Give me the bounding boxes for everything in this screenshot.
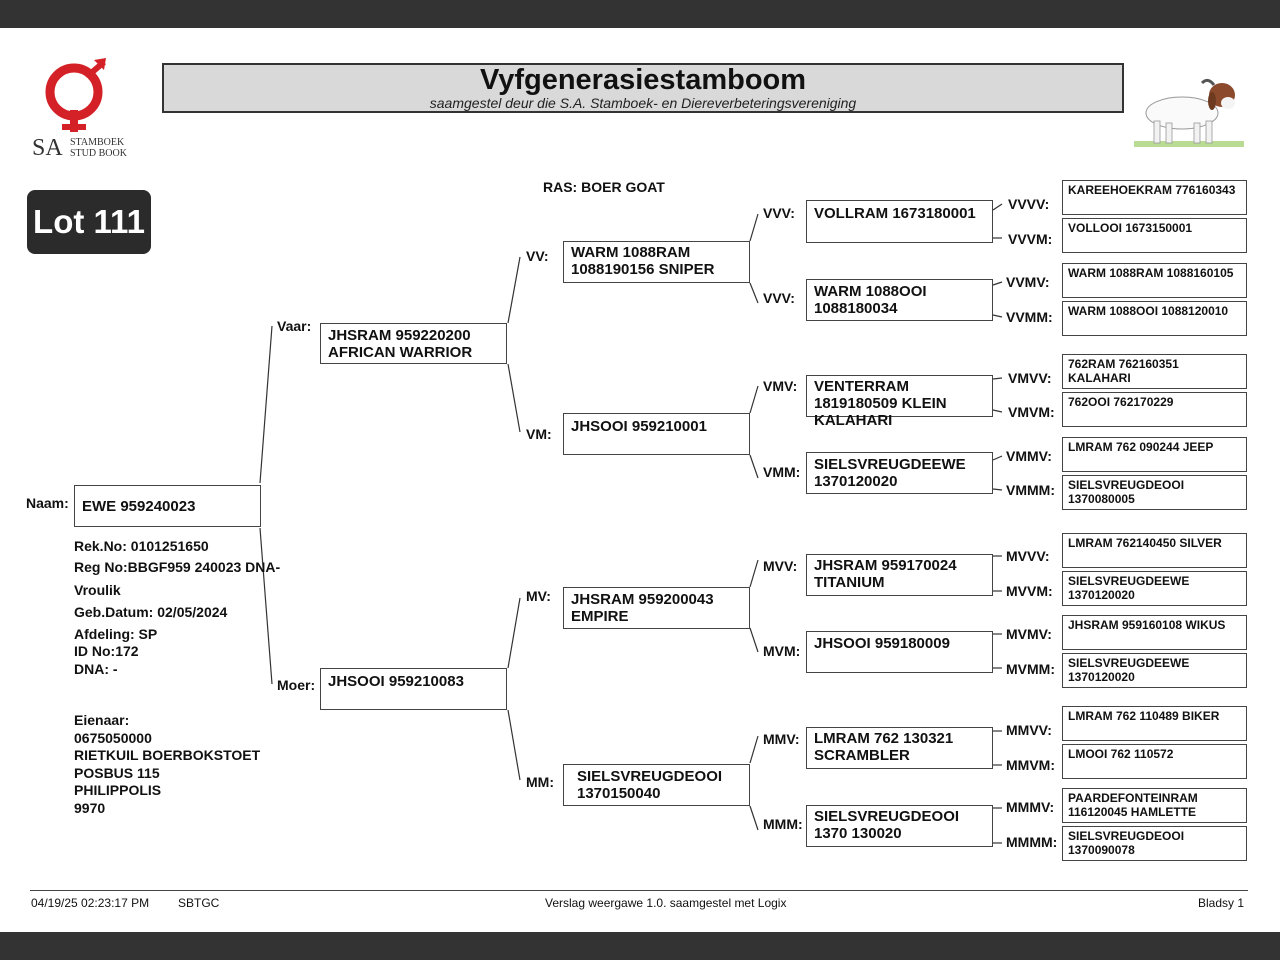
owner-postcode: 9970 [74, 800, 106, 816]
dna: DNA: - [74, 661, 118, 677]
mvm-label: MVM: [763, 643, 801, 659]
mvmm-box: SIELSVREUGDEEWE 1370120020 [1062, 653, 1247, 688]
vvmm-label: VVMM: [1006, 309, 1053, 325]
name-label: Naam: [26, 495, 69, 511]
pedigree-connector-lines [259, 203, 1003, 844]
footer-page: Bladsy 1 [1198, 896, 1245, 910]
sire-label: Vaar: [277, 318, 312, 334]
logo-stamboek-text: STAMBOEK [70, 137, 125, 148]
mvmv-label: MVMV: [1006, 626, 1052, 642]
footer-code: SBTGC [178, 896, 220, 910]
reg-no: Reg No:BBGF959 240023 DNA- [74, 559, 281, 575]
mvm-box: JHSOOI 959180009 [806, 631, 993, 673]
page-title: Vyfgenerasiestamboom [479, 64, 807, 96]
vvvm-box: VOLLOOI 1673150001 [1062, 218, 1247, 253]
vvm-label: VVV: [763, 290, 795, 306]
boer-goat-illustration [1130, 73, 1248, 153]
vvvv-box: KAREEHOEKRAM 776160343 [1062, 180, 1247, 215]
sire-box: JHSRAM 959220200 AFRICAN WARRIOR [320, 323, 507, 364]
vmm-box: SIELSVREUGDEEWE 1370120020 [806, 452, 993, 494]
mvvm-label: MVVM: [1006, 583, 1053, 599]
vvm-box: WARM 1088OOI 1088180034 [806, 279, 993, 321]
breed-label: RAS: BOER GOAT [543, 179, 665, 195]
owner-label: Eienaar: [74, 712, 130, 728]
vvv-label: VVV: [763, 205, 795, 221]
mvv-box: JHSRAM 959170024 TITANIUM [806, 554, 993, 596]
dam-box: JHSOOI 959210083 [320, 668, 507, 710]
sa-studbook-logo: SA STAMBOEK STUD BOOK [30, 58, 135, 163]
dam-label: Moer: [277, 677, 316, 693]
mv-box: JHSRAM 959200043 EMPIRE [563, 587, 750, 629]
logo-studbook-text: STUD BOOK [70, 148, 127, 159]
vmvm-box: 762OOI 762170229 [1062, 392, 1247, 427]
vmvm-label: VMVM: [1008, 404, 1055, 420]
mv-label: MV: [526, 588, 551, 604]
vm-label: VM: [526, 426, 552, 442]
vmmm-label: VMMM: [1006, 482, 1055, 498]
title-banner: Vyfgenerasiestamboom saamgestel deur die… [162, 63, 1124, 113]
animal-name-box: EWE 959240023 [74, 485, 261, 527]
studbook-logo-icon [45, 58, 106, 132]
mvmv-box: JHSRAM 959160108 WIKUS [1062, 615, 1247, 650]
viewer-top-bar [0, 0, 1280, 28]
mmvm-label: MMVM: [1006, 757, 1055, 773]
mvv-label: MVV: [763, 558, 798, 574]
vv-box: WARM 1088RAM 1088190156 SNIPER [563, 241, 750, 283]
lot-number-badge: Lot 111 [27, 190, 151, 254]
mmm-label: MMM: [763, 816, 803, 832]
owner-address2: PHILIPPOLIS [74, 782, 162, 798]
mmmm-label: MMMM: [1006, 834, 1058, 850]
owner-address1: POSBUS 115 [74, 765, 160, 781]
mvvv-box: LMRAM 762140450 SILVER [1062, 533, 1247, 568]
mmvv-label: MMVV: [1006, 722, 1052, 738]
owner-name: RIETKUIL BOERBOKSTOET [74, 747, 261, 763]
goat-icon [1134, 78, 1244, 147]
id-no: ID No:172 [74, 643, 139, 659]
footer-datetime: 04/19/25 02:23:17 PM [31, 896, 150, 910]
vvmm-box: WARM 1088OOI 1088120010 [1062, 301, 1247, 336]
mmmm-box: SIELSVREUGDEOOI 1370090078 [1062, 826, 1247, 861]
vmvv-label: VMVV: [1008, 370, 1052, 386]
mvmm-label: MVMM: [1006, 661, 1055, 677]
vvmv-label: VVMV: [1006, 274, 1050, 290]
vmv-box: VENTERRAM 1819180509 KLEIN KALAHARI [806, 375, 993, 429]
mmmv-box: PAARDEFONTEINRAM 116120045 HAMLETTE [1062, 788, 1247, 823]
vmmm-box: SIELSVREUGDEOOI 1370080005 [1062, 475, 1247, 510]
vvvv-label: VVVV: [1008, 196, 1050, 212]
mmvm-box: LMOOI 762 110572 [1062, 744, 1247, 779]
viewer-bottom-bar [0, 932, 1280, 960]
footer-divider [30, 890, 1248, 891]
rek-no: Rek.No: 0101251650 [74, 538, 209, 554]
vvmv-box: WARM 1088RAM 1088160105 [1062, 263, 1247, 298]
birth-date: Geb.Datum: 02/05/2024 [74, 604, 228, 620]
mmm-box: SIELSVREUGDEOOI 1370 130020 [806, 805, 993, 847]
mm-box: SIELSVREUGDEOOI 1370150040 [563, 764, 750, 806]
owner-number: 0675050000 [74, 730, 152, 746]
vvv-box: VOLLRAM 1673180001 [806, 200, 993, 243]
mm-label: MM: [526, 774, 554, 790]
vmvv-box: 762RAM 762160351 KALAHARI [1062, 354, 1247, 389]
division: Afdeling: SP [74, 626, 158, 642]
mmv-label: MMV: [763, 731, 800, 747]
mvvv-label: MVVV: [1006, 548, 1050, 564]
sex: Vroulik [74, 582, 121, 598]
vmm-label: VMM: [763, 464, 801, 480]
logo-sa-text: SA [32, 135, 63, 161]
vmv-label: VMV: [763, 378, 798, 394]
vmmv-box: LMRAM 762 090244 JEEP [1062, 437, 1247, 472]
mvvm-box: SIELSVREUGDEEWE 1370120020 [1062, 571, 1247, 606]
vmmv-label: VMMV: [1006, 448, 1052, 464]
mmvv-box: LMRAM 762 110489 BIKER [1062, 706, 1247, 741]
vv-label: VV: [526, 248, 549, 264]
vvvm-label: VVVM: [1008, 231, 1053, 247]
vm-box: JHSOOI 959210001 [563, 413, 750, 455]
pedigree-page: SA STAMBOEK STUD BOOK Vyfgenerasiestambo… [0, 28, 1280, 932]
mmmv-label: MMMV: [1006, 799, 1055, 815]
footer-report: Verslag weergawe 1.0. saamgestel met Log… [545, 896, 787, 910]
mmv-box: LMRAM 762 130321 SCRAMBLER [806, 727, 993, 769]
page-subtitle: saamgestel deur die S.A. Stamboek- en Di… [429, 95, 857, 111]
